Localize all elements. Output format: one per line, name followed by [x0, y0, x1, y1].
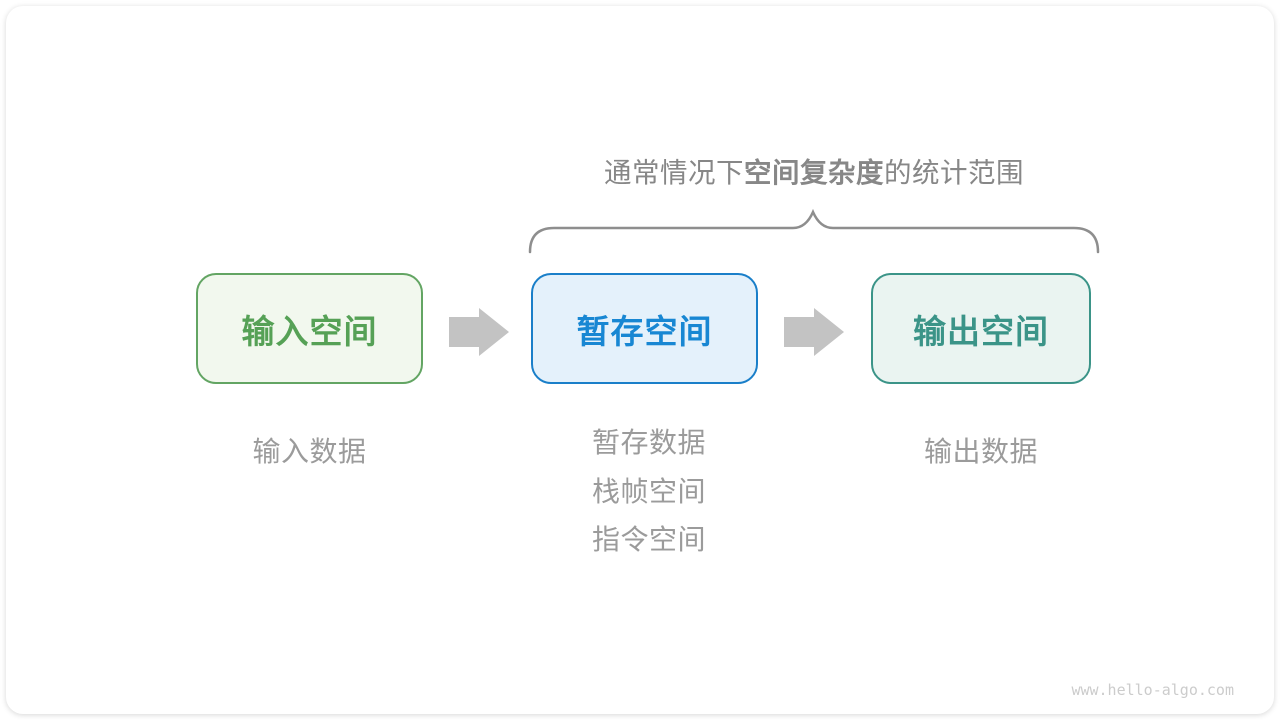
temp-annotation: 暂存数据 栈帧空间 指令空间: [592, 419, 706, 565]
title-suffix: 的统计范围: [884, 157, 1024, 188]
diagram-canvas: 通常情况下空间复杂度的统计范围 输入空间 暂存空间 输出空间 输入数据 暂存数据…: [6, 6, 1274, 714]
output-annotation: 输出数据: [871, 430, 1091, 470]
input-annotation: 输入数据: [196, 430, 423, 470]
input-space-label: 输入空间: [241, 312, 378, 350]
title-keyword: 空间复杂度: [744, 157, 884, 188]
annotation-line: 栈帧空间: [592, 475, 707, 507]
output-space-label: 输出空间: [913, 312, 1049, 350]
annotation-line: 暂存数据: [592, 427, 707, 458]
annotation-line: 输入数据: [252, 436, 367, 467]
title-prefix: 通常情况下: [604, 157, 744, 188]
curly-brace-icon: [528, 208, 1100, 254]
output-space-box: 输出空间: [871, 273, 1091, 384]
input-space-box: 输入空间: [196, 273, 423, 384]
annotation-line: 输出数据: [923, 436, 1038, 467]
arrow-right-icon: [784, 308, 844, 356]
diagram-title: 通常情况下空间复杂度的统计范围: [604, 150, 1024, 190]
temp-space-box: 暂存空间: [531, 273, 758, 384]
annotation-line: 指令空间: [592, 524, 707, 555]
watermark: www.hello-algo.com: [1071, 681, 1234, 699]
arrow-right-icon: [449, 308, 509, 356]
temp-space-label: 暂存空间: [576, 312, 713, 350]
